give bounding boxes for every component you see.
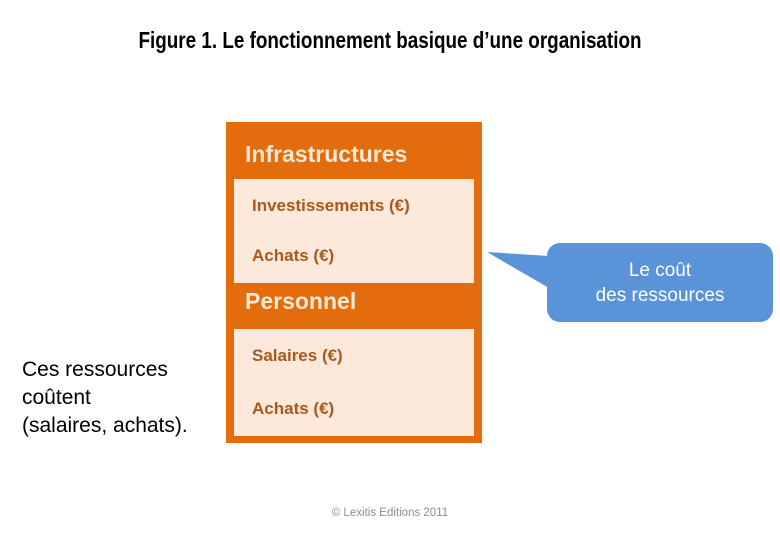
callout-line-2: des ressources <box>595 284 725 306</box>
personnel-heading: Personnel <box>245 288 357 314</box>
side-note-line-3: (salaires, achats). <box>22 414 188 437</box>
infrastructures-heading: Infrastructures <box>245 141 408 167</box>
callout-pointer-icon <box>487 252 549 288</box>
resources-box: Infrastructures Investissements (€) Acha… <box>226 122 482 443</box>
achats-personnel-item: Achats (€) <box>252 399 335 418</box>
copyright-text: © Lexitis Editions 2011 <box>331 507 449 519</box>
side-note-line-2: coûtent <box>22 386 91 409</box>
personnel-items-box: Salaires (€) Achats (€) <box>234 329 474 436</box>
salaires-item: Salaires (€) <box>252 346 343 365</box>
side-note: Ces ressources coûtent (salaires, achats… <box>22 356 188 440</box>
figure-title: Figure 1. Le fonctionnement basique d’un… <box>138 27 642 53</box>
investissements-item: Investissements (€) <box>252 196 410 215</box>
cost-callout: Le coût des ressources <box>547 243 773 322</box>
callout-line-1: Le coût <box>628 259 692 281</box>
achats-infrastructures-item: Achats (€) <box>252 246 335 265</box>
infrastructures-items-box: Investissements (€) Achats (€) <box>234 179 474 283</box>
side-note-line-1: Ces ressources <box>22 358 168 381</box>
